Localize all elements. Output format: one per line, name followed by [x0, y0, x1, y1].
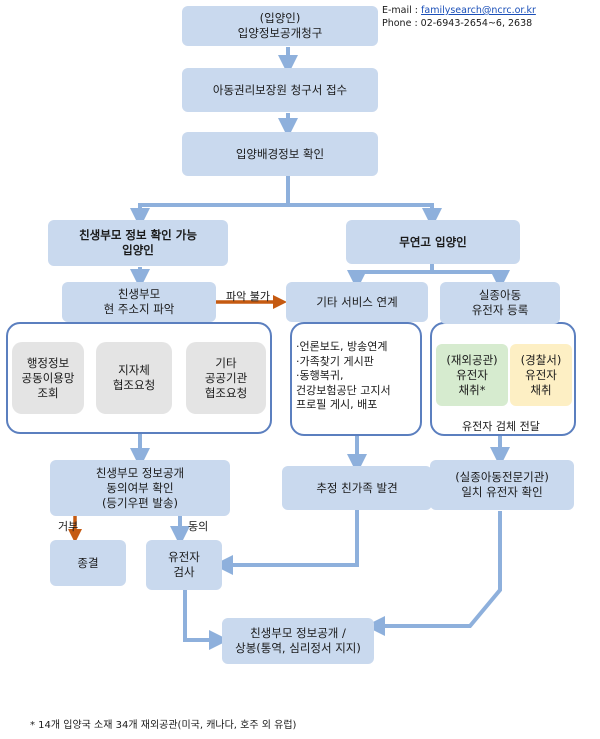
node-disclosure: 친생부모 정보공개 /상봉(통역, 심리정서 지지): [222, 618, 374, 664]
services-list: ·언론보도, 방송연계 ·가족찾기 게시판 ·동행복귀, 건강보험공단 고지서 …: [296, 340, 391, 411]
arrow-norel-services: [347, 264, 434, 290]
label-refuse: 거부: [58, 520, 79, 533]
node-confirm-background: 입양배경정보 확인: [182, 132, 378, 176]
label-impossible: 파악 불가: [226, 290, 270, 303]
node-family-found: 추정 친가족 발견: [282, 466, 432, 510]
email-label: E-mail :: [382, 5, 422, 16]
node-no-relation: 무연고 입양인: [346, 220, 520, 264]
contact-info: E-mail : familysearch@ncrc.or.kr Phone :…: [382, 4, 592, 30]
arrow-found-dnatest: [213, 510, 359, 575]
arrow-confirm-branch: [130, 176, 290, 228]
node-request: (입양인)입양정보공개청구: [182, 6, 378, 46]
node-dna-match: (실종아동전문기관)일치 유전자 확인: [430, 460, 574, 510]
phone-number: Phone : 02-6943-2654~6, 2638: [382, 18, 533, 29]
arrow-norel-registry: [432, 270, 510, 290]
arrow-match-disclosure: [365, 511, 502, 636]
footnote: * 14개 입양국 소재 34개 재외공관(미국, 캐나다, 호주 외 유럽): [30, 720, 297, 731]
node-other-services: 기타 서비스 연계: [286, 282, 428, 322]
label-agree: 동의: [188, 520, 209, 533]
arrow-branch-right: [288, 203, 442, 228]
email-link[interactable]: familysearch@ncrc.or.kr: [421, 5, 536, 16]
arrow-dnatest-disclosure: [183, 590, 229, 650]
node-receive: 아동권리보장원 청구서 접수: [182, 68, 378, 112]
label-sample-deliver: 유전자 검체 전달: [462, 420, 540, 433]
node-terminate: 종결: [50, 540, 126, 586]
frame-services: [290, 322, 422, 436]
